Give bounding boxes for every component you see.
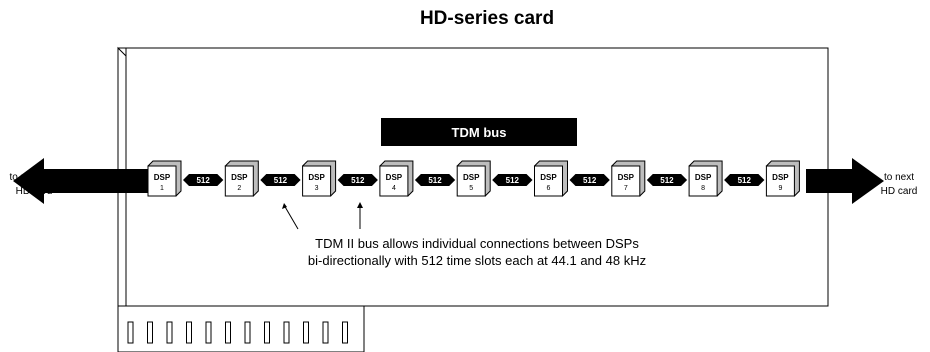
connector-pin xyxy=(166,321,173,344)
dsp-block-6: DSP 6 xyxy=(533,160,568,197)
connector-pin xyxy=(303,321,309,344)
to-previous-line1: to previous xyxy=(10,172,59,183)
dsp-block-face xyxy=(224,165,254,197)
connector-pin xyxy=(147,321,153,344)
link-arrow-7-8: 512 xyxy=(646,174,688,186)
dsp-label: DSP xyxy=(463,173,480,182)
dsp-number: 4 xyxy=(392,185,396,192)
link-arrow-6-7: 512 xyxy=(569,174,610,186)
dsp-block-3: DSP 3 xyxy=(301,160,337,197)
link-arrow-5-6: 512 xyxy=(492,174,533,186)
edge-connector xyxy=(117,305,365,352)
link-label: 512 xyxy=(351,176,365,185)
dsp-block-face xyxy=(534,165,563,197)
connector-pin xyxy=(342,321,348,344)
dsp-number: 2 xyxy=(237,185,241,192)
dsp-block-face xyxy=(379,165,409,197)
link-arrow-shape xyxy=(414,174,456,186)
link-arrow-shape xyxy=(646,174,688,186)
connector-pins xyxy=(127,321,348,344)
dsp-block-2: DSP 2 xyxy=(224,160,259,197)
link-arrow-shape xyxy=(183,174,224,186)
link-arrow-3-4: 512 xyxy=(337,174,378,186)
dsp-label: DSP xyxy=(540,173,557,182)
connector-pin xyxy=(127,321,134,344)
connector-pin xyxy=(225,321,231,344)
callout-arrowhead-link-2-3 xyxy=(282,203,287,209)
dsp-number: 9 xyxy=(778,185,782,192)
connector-pin xyxy=(322,321,329,344)
dsp-label: DSP xyxy=(386,173,403,182)
dsp-number: 6 xyxy=(547,185,551,192)
tdm-bus-bar xyxy=(381,118,577,146)
arrow-to-next-card xyxy=(806,158,884,204)
dsp-number: 5 xyxy=(469,185,473,192)
dsp-block-7: DSP 7 xyxy=(611,160,646,197)
annotation-line2: bi-directionally with 512 time slots eac… xyxy=(308,253,646,268)
link-arrow-shape xyxy=(569,174,610,186)
dsp-label: DSP xyxy=(618,173,635,182)
dsp-number: 7 xyxy=(624,185,628,192)
link-arrow-1-2: 512 xyxy=(183,174,224,186)
dsp-block-face xyxy=(765,165,795,197)
annotation-line1: TDM II bus allows individual connections… xyxy=(315,236,639,251)
link-label: 512 xyxy=(274,176,288,185)
callout-line-link-2-3 xyxy=(283,204,299,230)
to-next-line1: to next xyxy=(884,172,914,183)
to-next-line2: HD card xyxy=(881,186,918,197)
dsp-number: 3 xyxy=(315,185,319,192)
dsp-block-face xyxy=(147,165,177,197)
dsp-label: DSP xyxy=(231,173,248,182)
connector-pin xyxy=(186,321,192,344)
dsp-label: DSP xyxy=(772,173,789,182)
link-arrow-shape xyxy=(724,174,765,186)
link-arrow-shape xyxy=(260,174,301,186)
connector-pin xyxy=(244,321,251,344)
link-arrow-shape xyxy=(337,174,378,186)
link-label: 512 xyxy=(660,176,674,185)
dsp-number: 1 xyxy=(160,185,164,192)
dsp-block-face xyxy=(688,165,718,197)
dsp-block-face xyxy=(611,165,641,197)
dsp-chain: DSP 1 DSP 2 DSP 3 DSP 4 DSP 5 DSP 6 DSP 7 DSP 8 DSP 9 512 5… xyxy=(147,160,800,197)
arrow-to-previous-card xyxy=(13,158,148,204)
link-label: 512 xyxy=(738,176,752,185)
connector-pin xyxy=(205,321,212,344)
to-previous-line2: HD card xyxy=(16,186,53,197)
dsp-block-1: DSP 1 xyxy=(147,160,182,197)
dsp-number: 8 xyxy=(701,185,705,192)
link-label: 512 xyxy=(506,176,520,185)
link-arrow-shape xyxy=(492,174,533,186)
dsp-block-face xyxy=(456,165,486,197)
dsp-label: DSP xyxy=(154,173,171,182)
dsp-block-4: DSP 4 xyxy=(379,160,414,197)
dsp-block-face xyxy=(302,165,332,197)
link-label: 512 xyxy=(428,176,442,185)
dsp-label: DSP xyxy=(695,173,712,182)
link-arrow-8-9: 512 xyxy=(724,174,765,186)
dsp-block-5: DSP 5 xyxy=(456,160,491,197)
tdm-bus-label: TDM bus xyxy=(452,125,507,140)
link-label: 512 xyxy=(583,176,597,185)
callout-arrowhead-link-3-4 xyxy=(357,202,363,208)
dsp-block-8: DSP 8 xyxy=(688,160,723,197)
link-arrow-2-3: 512 xyxy=(260,174,301,186)
dsp-label: DSP xyxy=(308,173,325,182)
connector-pin xyxy=(283,321,290,344)
connector-pin xyxy=(264,321,270,344)
link-arrow-4-5: 512 xyxy=(414,174,456,186)
diagram-title: HD-series card xyxy=(420,8,554,29)
link-label: 512 xyxy=(196,176,210,185)
dsp-block-9: DSP 9 xyxy=(765,160,800,197)
